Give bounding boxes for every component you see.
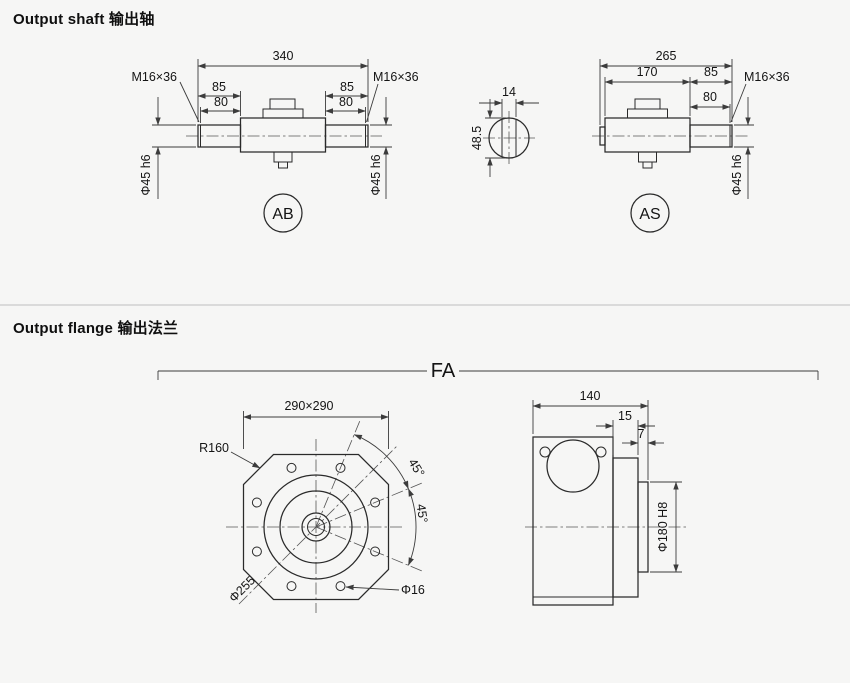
as-dimension-lines	[599, 59, 754, 199]
gearbox-body-side	[532, 436, 614, 606]
ab-left-diameter-label: Φ45 h6	[139, 154, 153, 195]
flange-side-dimension-lines	[532, 400, 682, 573]
as-version-label: AS	[639, 206, 660, 223]
ab-top-boss	[262, 108, 304, 119]
as-thread-label: M16×36	[744, 70, 790, 84]
ab-overall-length-label: 340	[273, 49, 294, 63]
ab-top-boss-cap	[269, 98, 296, 110]
ab-left-80-label: 80	[214, 95, 228, 109]
input-bore-circle	[546, 439, 600, 493]
flange-inner-circle	[279, 490, 353, 564]
ab-right-85-label: 85	[340, 80, 354, 94]
as-170-label: 170	[637, 65, 658, 79]
output-flange-section-title: Output flange 输出法兰	[13, 320, 179, 337]
ab-left-thread-label: M16×36	[131, 70, 177, 84]
ab-hub-body	[239, 117, 327, 153]
as-top-boss	[627, 108, 668, 119]
as-shaft-end	[689, 124, 733, 148]
as-shaft-drawing: 265 170 85 80 M16×36 Φ45 h6 AS	[592, 49, 790, 233]
flange-front-dimension-lines	[230, 411, 417, 591]
ab-version-badge	[263, 193, 303, 233]
flange-bolt-hole-label: Φ16	[401, 583, 425, 597]
ab-right-thread-label: M16×36	[373, 70, 419, 84]
mounting-hole-right	[595, 446, 607, 458]
ab-version-label: AB	[272, 206, 293, 223]
ab-dimension-lines	[152, 59, 392, 199]
as-diameter-label: Φ45 h6	[730, 154, 744, 195]
fa-flange-designation: FA	[157, 360, 819, 382]
as-bottom-stub	[638, 151, 657, 163]
ab-right-80-label: 80	[339, 95, 353, 109]
as-85-label: 85	[704, 65, 718, 79]
flange-bore-circle	[307, 518, 325, 536]
pilot-depth-label: 7	[638, 427, 645, 441]
flange-angle-upper-label: 45°	[405, 456, 427, 479]
flange-angle-lower-label: 45°	[414, 503, 430, 524]
flange-pilot-side	[637, 481, 649, 573]
fa-label: FA	[431, 360, 456, 382]
as-version-badge	[630, 193, 670, 233]
ab-right-diameter-label: Φ45 h6	[369, 154, 383, 195]
flange-thickness-label: 15	[618, 409, 632, 423]
flange-hub-circle	[301, 512, 331, 542]
as-top-boss-cap	[634, 98, 661, 110]
flange-front-view: 290×290 R160 45° 45° Φ255 Φ16	[199, 399, 430, 613]
mounting-hole-left	[539, 446, 551, 458]
shaft-section-circle	[488, 117, 530, 159]
flange-depth-label: 140	[580, 389, 601, 403]
key-height-label: 48.5	[470, 126, 484, 150]
as-hub-body	[604, 117, 691, 153]
pilot-bore-label: Φ180 H8	[656, 502, 670, 552]
output-shaft-section-title: Output shaft 输出轴	[13, 11, 155, 28]
ab-left-85-label: 85	[212, 80, 226, 94]
as-bottom-stub-tip	[642, 161, 653, 169]
key-dimension-lines	[479, 99, 539, 177]
flange-plate-side	[612, 457, 639, 598]
flange-side-view: 140 15 7 Φ180 H8	[525, 389, 688, 606]
flange-boss-circle	[263, 474, 369, 580]
as-overall-length-label: 265	[656, 49, 677, 63]
ab-bottom-stub	[273, 151, 293, 163]
flange-bolt-holes	[251, 462, 381, 592]
flange-corner-radius-label: R160	[199, 441, 229, 455]
ab-bottom-stub-tip	[278, 161, 288, 169]
key-width-label: 14	[502, 85, 516, 99]
as-80-label: 80	[703, 90, 717, 104]
ab-shaft-drawing: 340 M16×36 M16×36 85 80 85 80 Φ45 h6 Φ45…	[131, 49, 419, 233]
flange-square-size-label: 290×290	[284, 399, 333, 413]
shaft-key-cross-section: 14 48.5	[470, 85, 539, 177]
